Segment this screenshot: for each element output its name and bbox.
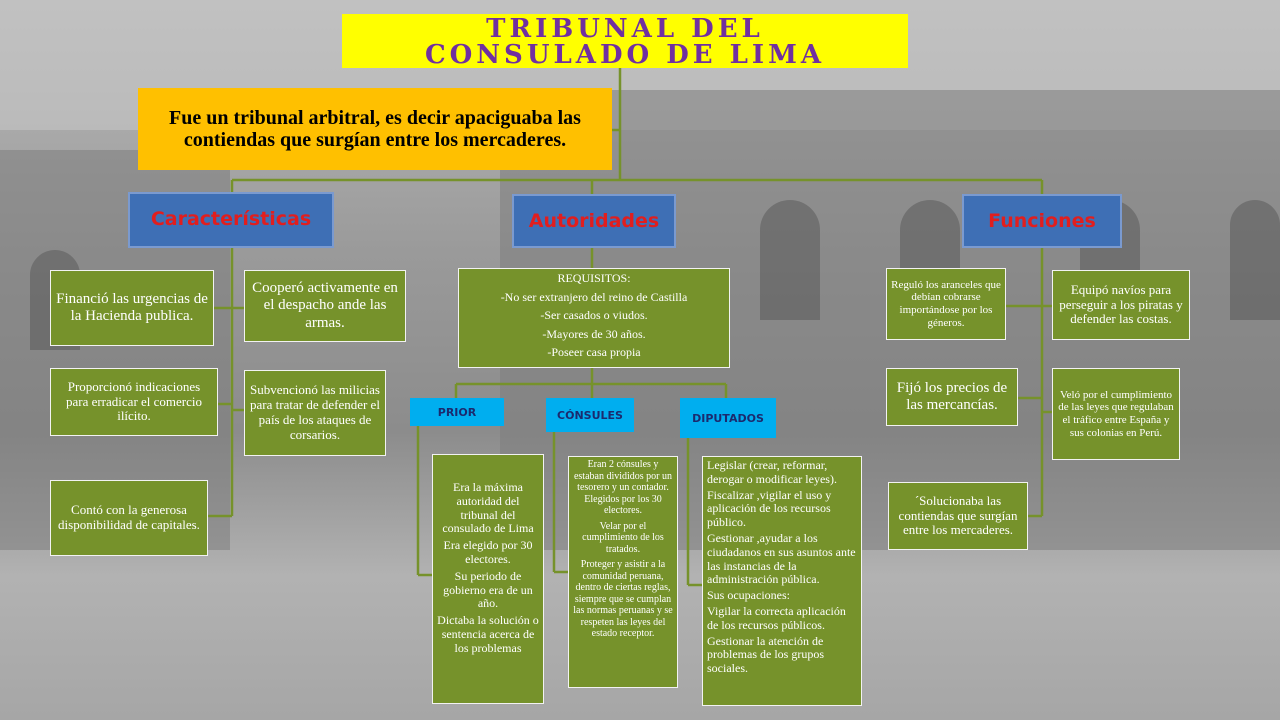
requisitos-line: -No ser extranjero del reino de Castilla: [500, 289, 688, 304]
header-funciones: Funciones: [962, 194, 1122, 248]
caracteristica-item: Subvencionó las milicias para tratar de …: [244, 370, 386, 456]
diputados-description: Legislar (crear, reformar, derogar o mod…: [702, 456, 862, 706]
consules-description: Eran 2 cónsules y estaban divididos por …: [568, 456, 678, 688]
caracteristica-item: Contó con la generosa disponibilidad de …: [50, 480, 208, 556]
requisitos-line: -Mayores de 30 años.: [542, 326, 646, 341]
prior-desc-line: Dictaba la solución o sentencia acerca d…: [437, 613, 539, 655]
diputados-desc-line: Vigilar la correcta aplicación de los re…: [707, 603, 846, 632]
role-diputados: DIPUTADOS: [680, 398, 776, 438]
caracteristica-item: Proporcionó indicaciones para erradicar …: [50, 368, 218, 436]
diputados-desc-line: Gestionar ,ayudar a los ciudadanos en su…: [707, 530, 856, 587]
funcion-item: ´Solucionaba las contiendas que surgían …: [888, 482, 1028, 550]
role-consules: CÓNSULES: [546, 398, 634, 432]
intro-definition: Fue un tribunal arbitral, es decir apaci…: [138, 88, 612, 170]
role-prior: PRIOR: [410, 398, 504, 426]
requisitos-line: REQUISITOS:: [557, 271, 631, 285]
caracteristica-item: Cooperó activamente en el despacho ande …: [244, 270, 406, 342]
caracteristica-item: Financió las urgencias de la Hacienda pu…: [50, 270, 214, 346]
prior-description: Era la máxima autoridad del tribunal del…: [432, 454, 544, 704]
requisitos-line: -Ser casados o viudos.: [540, 308, 648, 323]
funcion-item: Fijó los precios de las mercancías.: [886, 368, 1018, 426]
consules-desc-line: Velar por el cumplimiento de los tratado…: [582, 520, 664, 555]
diputados-desc-line: Sus ocupaciones:: [707, 588, 790, 603]
diagram-title: TRIBUNAL DEL CONSULADO DE LIMA: [342, 14, 908, 68]
prior-desc-line: Era elegido por 30 electores.: [443, 538, 533, 566]
header-autoridades: Autoridades: [512, 194, 676, 248]
consules-desc-line: Proteger y asistir a la comunidad peruan…: [573, 559, 673, 639]
diputados-desc-line: Gestionar la atención de problemas de lo…: [707, 633, 824, 676]
prior-desc-line: Era la máxima autoridad del tribunal del…: [442, 480, 534, 536]
requisitos-line: -Poseer casa propia: [547, 345, 641, 360]
window-shape: [1230, 200, 1280, 320]
funcion-item: Veló por el cumplimiento de las leyes qu…: [1052, 368, 1180, 460]
diputados-desc-line: Fiscalizar ,vigilar el uso y aplicación …: [707, 487, 832, 530]
window-shape: [760, 200, 820, 320]
diputados-desc-line: Legislar (crear, reformar, derogar o mod…: [707, 458, 837, 486]
funcion-item: Reguló los aranceles que debían cobrarse…: [886, 268, 1006, 340]
prior-desc-line: Su periodo de gobierno era de un año.: [443, 568, 533, 611]
consules-desc-line: Eran 2 cónsules y estaban divididos por …: [573, 459, 673, 516]
requisitos-box: REQUISITOS: -No ser extranjero del reino…: [458, 268, 730, 368]
funcion-item: Equipó navíos para perseguir a los pirat…: [1052, 270, 1190, 340]
header-caracteristicas: Características: [128, 192, 334, 248]
